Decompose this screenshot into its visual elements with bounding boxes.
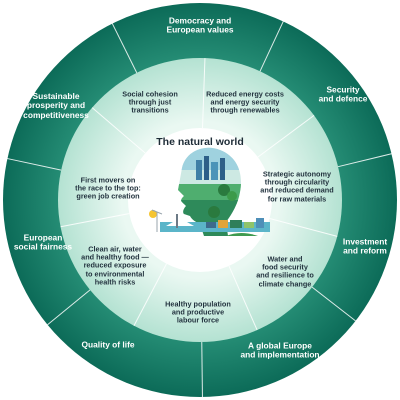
natural-world-illustration xyxy=(149,147,270,236)
outer-ring-divider-4 xyxy=(47,289,91,326)
inner-label-clean-air: Clean air, water and healthy food — redu… xyxy=(81,244,149,287)
outer-ring-divider-2 xyxy=(311,286,356,322)
inner-ring-dividers xyxy=(60,58,338,331)
inner-ring-divider-1 xyxy=(257,114,315,158)
outer-label-global-europe: A global Europe and implementation xyxy=(240,340,320,360)
outer-ring-divider-6 xyxy=(111,23,138,74)
outer-label-investment: Investment and reform xyxy=(342,236,388,256)
inner-label-strategic-autonomy: Strategic autonomy through circularity a… xyxy=(260,169,334,204)
inner-ring-divider-0 xyxy=(202,58,206,129)
outer-label-democracy: Democracy and European values xyxy=(166,15,234,35)
inner-label-social-cohesion: Social cohesion through just transitions xyxy=(122,89,178,116)
inner-label-green-jobs: First movers on the race to the top: gre… xyxy=(75,175,141,202)
inner-ring-divider-5 xyxy=(60,213,130,228)
outer-ring-divider-0 xyxy=(259,21,284,72)
outer-ring-divider-3 xyxy=(201,341,203,397)
inner-ring-divider-6 xyxy=(91,107,146,154)
outer-label-prosperity: Sustainable prosperity and competitivene… xyxy=(23,90,89,120)
inner-ring-divider-2 xyxy=(269,217,338,237)
inner-label-water-food: Water and food security and resilience t… xyxy=(256,254,314,289)
outer-ring-divider-1 xyxy=(337,153,392,168)
inner-label-energy: Reduced energy costs and energy security… xyxy=(206,89,284,116)
center-title: The natural world xyxy=(156,136,244,148)
outer-label-social-fairness: European social fairness xyxy=(13,232,73,252)
inner-label-healthy-population: Healthy population and productive labour… xyxy=(165,299,231,326)
outer-ring-divider-5 xyxy=(7,158,62,171)
outer-label-quality-of-life: Quality of life xyxy=(81,339,135,350)
inner-ring-divider-3 xyxy=(228,265,258,331)
outer-ring-dividers xyxy=(7,21,392,397)
outer-label-security: Security and defence xyxy=(318,84,368,104)
inner-ring-divider-4 xyxy=(133,263,167,326)
